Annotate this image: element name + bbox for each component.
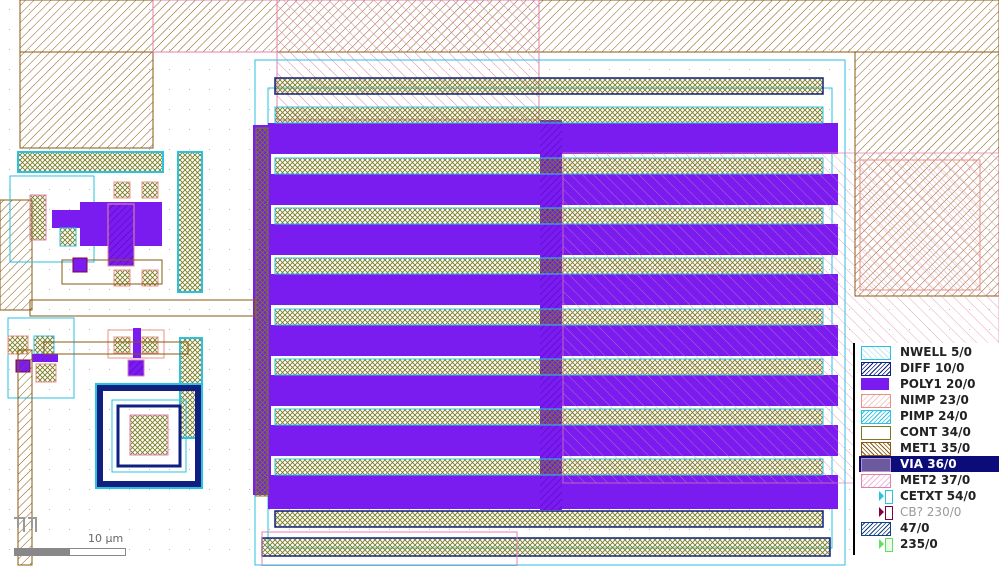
legend-row-diff[interactable]: DIFF 10/0: [859, 360, 999, 376]
legend-row-met1[interactable]: MET1 35/0: [859, 440, 999, 456]
legend-row-nwell[interactable]: NWELL 5/0: [859, 344, 999, 360]
cont-swatch-icon: [861, 426, 891, 440]
scale-bar: [14, 548, 126, 556]
expand-arrow-icon[interactable]: [879, 507, 884, 517]
scale-label: 10 µm: [88, 532, 124, 545]
met2-swatch-icon: [861, 474, 891, 488]
nwell-swatch-icon: [861, 346, 891, 360]
met1-swatch-icon: [861, 442, 891, 456]
legend-row-cetxt[interactable]: CETXT 54/0: [859, 488, 999, 504]
expand-arrow-icon[interactable]: [879, 491, 884, 501]
nimp-swatch-icon: [861, 394, 891, 408]
legend-row-235[interactable]: 235/0: [859, 536, 999, 552]
legend-label: VIA 36/0: [900, 457, 957, 471]
legend-row-47[interactable]: 47/0: [859, 520, 999, 536]
l235-swatch-icon: [885, 538, 893, 552]
legend-row-cont[interactable]: CONT 34/0: [859, 424, 999, 440]
legend-label: DIFF 10/0: [900, 361, 965, 375]
poly-swatch-icon: [861, 378, 889, 390]
legend-label: NWELL 5/0: [900, 345, 973, 359]
legend-label: 235/0: [900, 537, 938, 551]
legend-label: CB? 230/0: [900, 505, 962, 519]
legend-row-met2[interactable]: MET2 37/0: [859, 472, 999, 488]
cetxt-swatch-icon: [885, 490, 893, 504]
legend-label: PIMP 24/0: [900, 409, 968, 423]
left-devices: [7, 151, 256, 566]
legend-label: CONT 34/0: [900, 425, 971, 439]
legend-row-poly[interactable]: POLY1 20/0: [859, 376, 999, 392]
l47-swatch-icon: [861, 522, 891, 536]
legend-row-via[interactable]: VIA 36/0: [859, 456, 999, 472]
ruler-icon[interactable]: [12, 514, 38, 534]
via-swatch-icon: [861, 458, 891, 472]
expand-arrow-icon[interactable]: [879, 539, 884, 549]
legend-row-nimp[interactable]: NIMP 23/0: [859, 392, 999, 408]
legend-label: POLY1 20/0: [900, 377, 976, 391]
diff-swatch-icon: [861, 362, 891, 376]
legend-row-pimp[interactable]: PIMP 24/0: [859, 408, 999, 424]
pimp-swatch-icon: [861, 410, 891, 424]
legend-label: MET2 37/0: [900, 473, 971, 487]
legend-label: NIMP 23/0: [900, 393, 969, 407]
legend-label: 47/0: [900, 521, 930, 535]
layer-legend: NWELL 5/0 DIFF 10/0 POLY1 20/0 NIMP 23/0…: [853, 343, 999, 555]
legend-row-cb[interactable]: CB? 230/0: [859, 504, 999, 520]
legend-label: MET1 35/0: [900, 441, 971, 455]
legend-label: CETXT 54/0: [900, 489, 977, 503]
cb-swatch-icon: [885, 506, 893, 520]
